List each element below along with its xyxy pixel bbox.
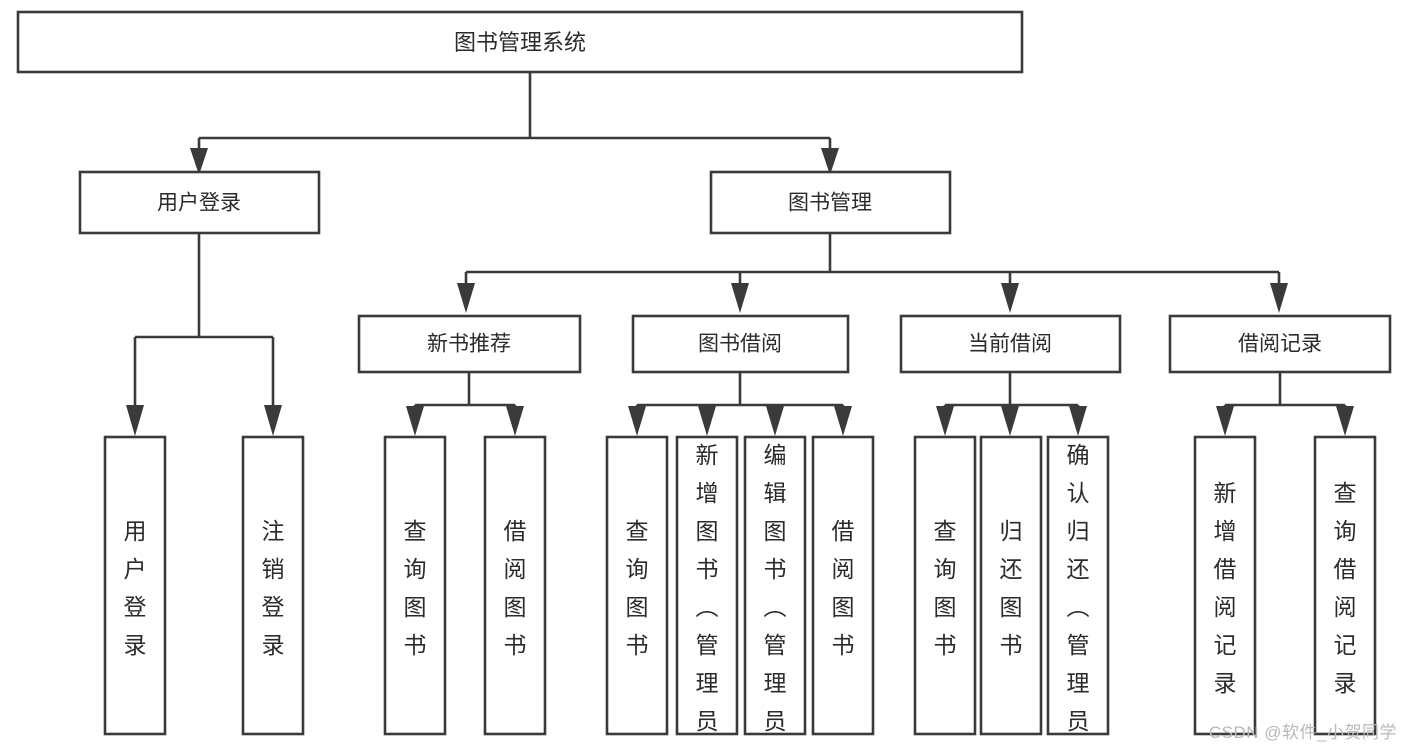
leaf-box-book-borrow-4[interactable] xyxy=(811,435,875,736)
arrowhead-icon xyxy=(766,406,784,436)
leaf-label-new-book-2: 借阅图书 xyxy=(504,518,527,658)
arrowhead-icon xyxy=(457,283,475,313)
leaf-label-book-borrow-3: 编辑图书︵管理员︶ xyxy=(764,442,787,747)
leaf-box-user-login-1[interactable] xyxy=(103,435,167,736)
arrowhead-icon xyxy=(1001,406,1019,436)
connector-borrowrecord-to-leaves xyxy=(1223,372,1347,412)
leaf-label-book-borrow-2: 新增图书︵管理员︶ xyxy=(696,442,719,747)
node-current-borrow-label: 当前借阅 xyxy=(968,333,1052,356)
arrowhead-icon xyxy=(126,405,144,436)
leaf-box-current-borrow-1[interactable] xyxy=(913,435,977,736)
leaf-label-layer: 用户登录 注销登录 查询图书 借阅图书 查询图书 新增图书︵管理员︶ 编辑图书︵… xyxy=(124,442,1357,747)
leaf-label-user-login-1: 用户登录 xyxy=(124,518,147,658)
leaf-label-current-borrow-1: 查询图书 xyxy=(934,518,957,658)
arrowhead-icon xyxy=(1001,283,1019,313)
arrowhead-icon xyxy=(731,283,749,313)
arrowhead-icon xyxy=(190,148,208,175)
node-book-borrow-label: 图书借阅 xyxy=(698,333,782,356)
leaf-box-new-book-1[interactable] xyxy=(383,435,447,736)
leaf-box-new-book-2[interactable] xyxy=(483,435,547,736)
node-root-label: 图书管理系统 xyxy=(454,30,586,55)
arrowhead-layer xyxy=(126,148,1354,436)
connector-userlogin-to-leaves xyxy=(133,233,275,410)
arrowhead-icon xyxy=(1336,406,1354,436)
arrowhead-icon xyxy=(834,406,852,436)
leaf-label-new-book-1: 查询图书 xyxy=(404,518,427,658)
arrowhead-icon xyxy=(406,406,424,436)
node-borrow-record[interactable]: 借阅记录 xyxy=(1168,314,1392,374)
leaf-layer xyxy=(103,435,1377,736)
node-book-borrow[interactable]: 图书借阅 xyxy=(631,314,850,374)
leaf-box-current-borrow-3[interactable] xyxy=(1046,435,1110,736)
connector-newbook-to-leaves xyxy=(413,372,517,412)
leaf-label-book-borrow-4: 借阅图书 xyxy=(832,518,855,658)
leaf-box-book-borrow-1[interactable] xyxy=(605,435,669,736)
leaf-label-current-borrow-2: 归还图书 xyxy=(1000,518,1023,658)
leaf-box-borrow-record-1[interactable] xyxy=(1193,435,1257,736)
arrowhead-icon xyxy=(264,405,282,436)
node-borrow-record-label: 借阅记录 xyxy=(1238,333,1322,356)
arrowhead-icon xyxy=(1216,406,1234,436)
leaf-label-borrow-record-2: 查询借阅记录 xyxy=(1334,480,1357,696)
node-root-system[interactable]: 图书管理系统 xyxy=(16,10,1024,74)
node-user-login-label: 用户登录 xyxy=(157,192,241,215)
leaf-label-current-borrow-3: 确认归还︵管理员︶ xyxy=(1067,442,1090,747)
arrowhead-icon xyxy=(1069,406,1087,436)
node-new-book-recommend-label: 新书推荐 xyxy=(427,333,511,356)
leaf-box-book-borrow-2[interactable] xyxy=(675,435,739,736)
leaf-box-current-borrow-2[interactable] xyxy=(979,435,1043,736)
leaf-label-user-login-2: 注销登录 xyxy=(262,518,285,658)
leaf-label-borrow-record-1: 新增借阅记录 xyxy=(1214,480,1237,696)
leaf-label-book-borrow-1: 查询图书 xyxy=(626,518,649,658)
leaf-box-borrow-record-2[interactable] xyxy=(1313,435,1377,736)
node-book-management[interactable]: 图书管理 xyxy=(709,170,952,235)
node-book-management-label: 图书管理 xyxy=(788,192,872,215)
connector-root-to-level1 xyxy=(197,72,832,160)
arrowhead-icon xyxy=(628,406,646,436)
arrowhead-icon xyxy=(936,406,954,436)
arrowhead-icon xyxy=(698,406,716,436)
connector-bookborrow-to-leaves xyxy=(635,372,845,412)
arrowhead-icon xyxy=(1270,283,1288,313)
leaf-box-user-login-2[interactable] xyxy=(241,435,305,736)
leaf-box-book-borrow-3[interactable] xyxy=(743,435,807,736)
node-current-borrow[interactable]: 当前借阅 xyxy=(899,314,1122,374)
arrowhead-icon xyxy=(821,148,839,175)
arrowhead-icon xyxy=(506,406,524,436)
csdn-watermark: CSDN @软件_小贺同学 xyxy=(1208,723,1397,742)
node-new-book-recommend[interactable]: 新书推荐 xyxy=(357,314,582,374)
connector-bookmgmt-to-level2 xyxy=(464,233,1281,295)
node-user-login[interactable]: 用户登录 xyxy=(78,170,321,235)
